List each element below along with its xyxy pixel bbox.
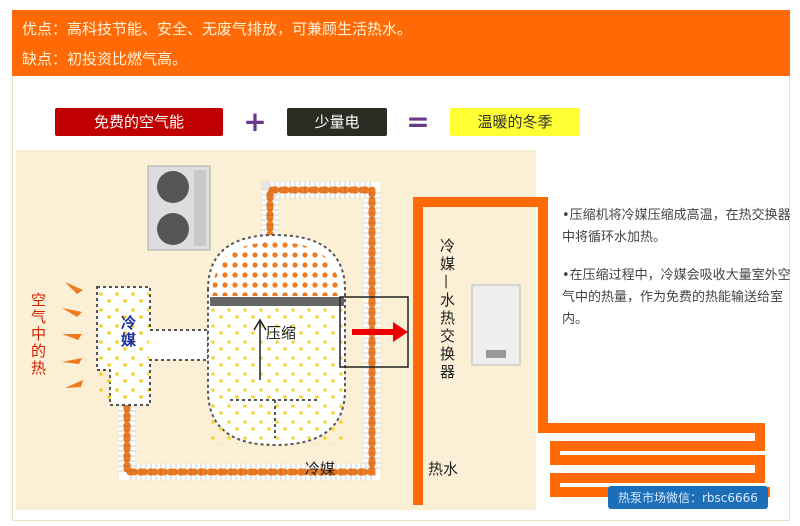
evaporator-refrigerant-label: 冷媒 [119, 315, 137, 349]
warm-winter-label: 温暖的冬季 [450, 108, 580, 136]
content-frame [12, 76, 790, 521]
air-heat-label: 空气中的热 [29, 292, 47, 377]
piston-plate [210, 297, 344, 306]
hot-water-label: 热水 [428, 460, 459, 478]
exchanger-label: 冷媒—水热交换器 [438, 238, 456, 382]
indoor-unit-image [471, 284, 521, 366]
hot-water-pipe [413, 197, 770, 505]
note-1: •压缩机将冷媒压缩成高温，在热交换器中将循环水加热。 [562, 208, 791, 245]
air-heat-arrows [62, 282, 83, 388]
cons-text: 缺点：初投资比燃气高。 [22, 50, 188, 68]
pros-text: 优点：高科技节能、安全、无废气排放，可兼顾生活热水。 [22, 20, 413, 38]
plus-sign: + [243, 105, 267, 138]
compress-arrow [253, 318, 267, 380]
little-electricity-label: 少量电 [287, 108, 387, 136]
note-2: •在压缩过程中，冷媒会吸收大量室外空气中的热量，作为免费的热能输送给室内。 [562, 268, 791, 327]
red-arrow-icon [352, 322, 408, 342]
free-air-energy-label: 免费的空气能 [55, 108, 223, 136]
equals-sign: = [406, 105, 430, 138]
refrigerant-label: 冷媒 [305, 460, 336, 478]
outdoor-unit-image [147, 165, 211, 251]
compress-label: 压缩 [266, 324, 297, 342]
summary-banner: 优点：高科技节能、安全、无废气排放，可兼顾生活热水。 缺点：初投资比燃气高。 [12, 10, 790, 76]
watermark: 热泵市场微信：rbsc6666 [608, 486, 768, 509]
piston-rod [230, 399, 320, 438]
